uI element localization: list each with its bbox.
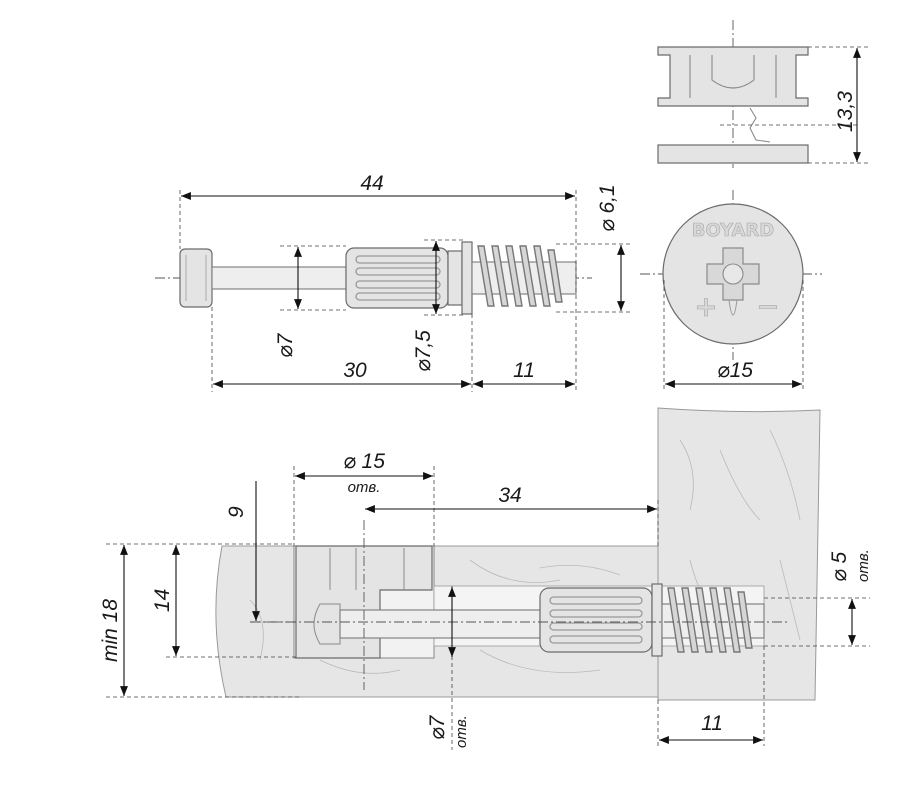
dim-pin-hole: ⌀7	[426, 714, 449, 740]
cam-logo: BOYARD	[692, 220, 774, 241]
dim-total-length: 44	[360, 172, 383, 195]
dim-sleeve-diameter: ⌀7,5	[412, 330, 435, 372]
dim-cam-depth: 14	[151, 589, 174, 612]
cam-minus-mark: −	[756, 290, 779, 323]
dim-thread-hole-note: отв.	[855, 549, 872, 582]
pin-side-view: 44 30 11 ⌀7 ⌀7,5 ⌀ 6,1	[155, 172, 630, 392]
cam-side-view: 13,3	[657, 20, 870, 168]
dim-min-thickness: min 18	[99, 599, 122, 662]
dim-thread-diameter: ⌀ 6,1	[596, 184, 619, 232]
dim-pin-hole-note: отв.	[453, 715, 470, 748]
dim-thread-depth: 11	[701, 712, 723, 735]
dim-axis-offset: 9	[225, 506, 248, 518]
dim-thread-length: 11	[513, 359, 535, 382]
assembly-section: ⌀ 15 отв. 34 9 min 18 14 ⌀7 отв. ⌀ 5 отв…	[99, 407, 872, 750]
dim-pin-diameter: ⌀7	[274, 332, 297, 358]
dim-cam-diameter: ⌀15	[717, 359, 753, 382]
dim-cam-hole-note: отв.	[348, 479, 381, 496]
vertical-board	[657, 407, 821, 701]
dim-pin-length: 30	[343, 359, 367, 382]
dim-center-distance: 34	[498, 484, 521, 507]
dim-cam-hole: ⌀ 15	[343, 450, 385, 473]
cam-front-view: BOYARD + − ⌀15	[640, 190, 822, 392]
dim-cam-height: 13,3	[834, 91, 857, 132]
cam-plus-mark: +	[694, 290, 717, 323]
dim-thread-hole: ⌀ 5	[828, 552, 851, 582]
